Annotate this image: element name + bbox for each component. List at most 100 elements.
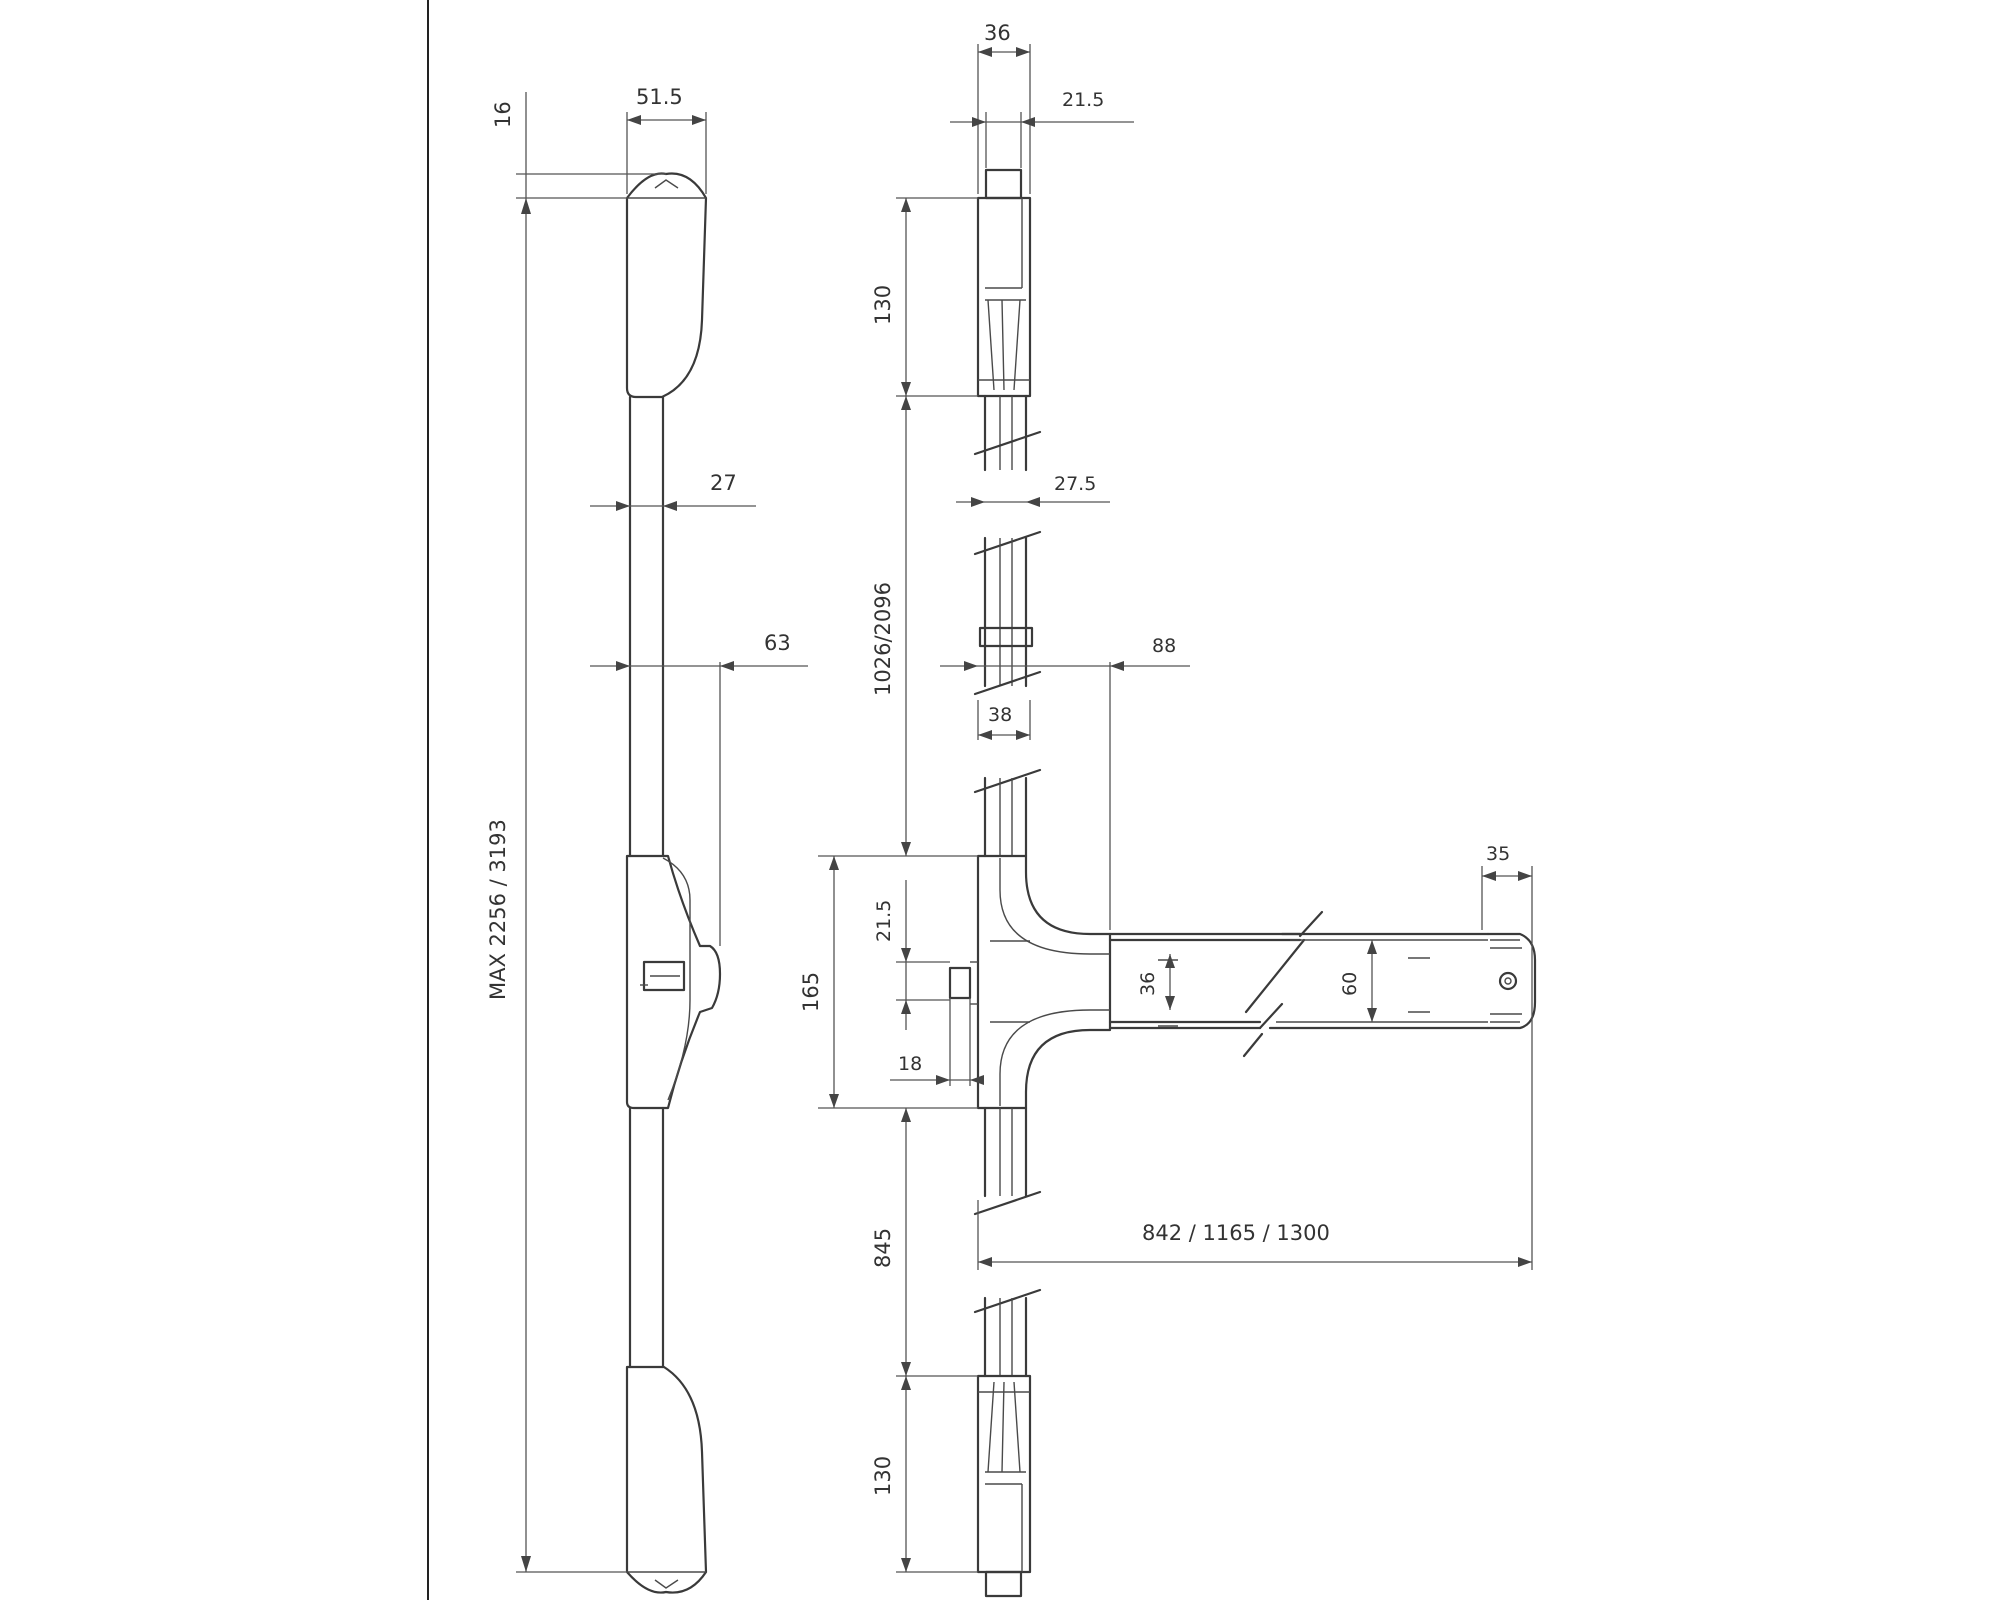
label-head-height: 16 [491,101,515,128]
arrow [1518,1257,1532,1267]
side-top-cap [976,196,1032,398]
front-handle-curve [662,857,691,1101]
arrow [521,1556,531,1572]
front-lower-rod [628,1106,665,1369]
side-lower-rod [983,1106,1028,1198]
label-handle-inner: 36 [1137,972,1159,996]
label-side-rod-width: 27.5 [1054,473,1096,495]
side-handle-bar-inner [1108,938,1302,1024]
side-handle-break [1244,938,1306,1014]
arrow [901,948,911,962]
side-handle-bar-far [1268,932,1490,1030]
front-upper-rod [628,395,665,858]
side-tee-body [976,854,1112,1110]
arrow [1026,497,1040,507]
arrow [1021,117,1035,127]
arrow [1367,940,1377,954]
side-handle-break [1242,1032,1264,1058]
arrow [964,661,978,671]
arrow [521,198,531,214]
front-top-head [625,172,708,399]
label-handle-length: 842 / 1165 / 1300 [1142,1221,1330,1245]
label-bottom-cap-height: 130 [871,1456,895,1496]
side-handle-end-ribs [1490,939,1522,1023]
arrow [901,842,911,856]
label-rod-upper: 1026/2096 [871,582,895,696]
side-break-line [973,1190,1042,1216]
side-break-line [973,670,1042,696]
side-handle-screw [1498,971,1518,991]
arrow [692,115,706,125]
arrow [901,1000,911,1014]
arrow [901,198,911,212]
label-handle-outer: 60 [1339,972,1361,996]
arrow [720,661,734,671]
front-bottom-head [625,1365,708,1594]
side-bottom-pin [984,1570,1023,1598]
arrow [901,1376,911,1390]
label-body-height: 165 [799,972,823,1012]
side-tee-inner-curve [999,858,1110,955]
front-bottom-tip [654,1579,679,1589]
side-lower-rod-2 [983,1296,1028,1378]
arrow [978,1257,992,1267]
arrow [829,856,839,870]
arrow [1165,954,1175,968]
arrow [901,396,911,410]
arrow [1482,871,1496,881]
arrow [663,501,677,511]
front-view: MAX 2256 / 3193 16 51.5 27 63 [486,85,808,1594]
side-top-cap-taper [987,299,1021,391]
side-handle-end-cap [1486,932,1537,1030]
side-bottom-cap-taper [987,1381,1021,1473]
arrow [901,382,911,396]
arrow [1016,47,1030,57]
arrow [1110,661,1124,671]
arrow [971,497,985,507]
side-latch-block [948,966,972,1000]
arrow [1016,730,1030,740]
arrow [970,1075,984,1085]
side-top-pin [984,168,1023,200]
front-latch-slot [642,960,686,992]
arrow [901,1362,911,1376]
arrow [972,117,986,127]
label-pin-width: 21.5 [1062,89,1104,111]
label-tee-width: 38 [988,704,1012,726]
label-handle-depth: 63 [764,631,791,655]
side-handle-break [1298,910,1324,938]
side-rod-collar [978,626,1034,648]
arrow [901,1108,911,1122]
arrow [901,1558,911,1572]
side-view: 36 21.5 130 1026/2096 27.5 88 [799,21,1537,1598]
arrow [616,661,630,671]
label-slot-offset: 18 [898,1053,922,1075]
side-upper-rod-1 [983,394,1028,472]
arrow [1165,996,1175,1010]
arrow [978,47,992,57]
arrow [936,1075,950,1085]
label-bar-depth: 88 [1152,635,1176,657]
label-rod-lower: 845 [871,1228,895,1268]
label-total-height: MAX 2256 / 3193 [486,819,510,1000]
side-upper-rod-2 [983,536,1028,688]
front-head-tip [654,179,679,189]
side-handle-break [1258,1002,1284,1030]
arrow [829,1094,839,1108]
front-handle-body [625,854,722,1110]
arrow [978,730,992,740]
arrow [1518,871,1532,881]
label-top-width: 36 [984,21,1011,45]
side-bottom-cap [976,1374,1032,1574]
label-head-width: 51.5 [636,85,683,109]
label-handle-end-width: 35 [1486,843,1510,865]
side-break-line [973,430,1042,456]
side-upper-rod-3 [983,776,1028,858]
label-top-cap-height: 130 [871,285,895,325]
label-rod-width: 27 [710,471,737,495]
side-handle-screw-inner [1504,977,1512,985]
arrow [1367,1008,1377,1022]
label-slot-height: 21.5 [873,900,895,942]
arrow [616,501,630,511]
